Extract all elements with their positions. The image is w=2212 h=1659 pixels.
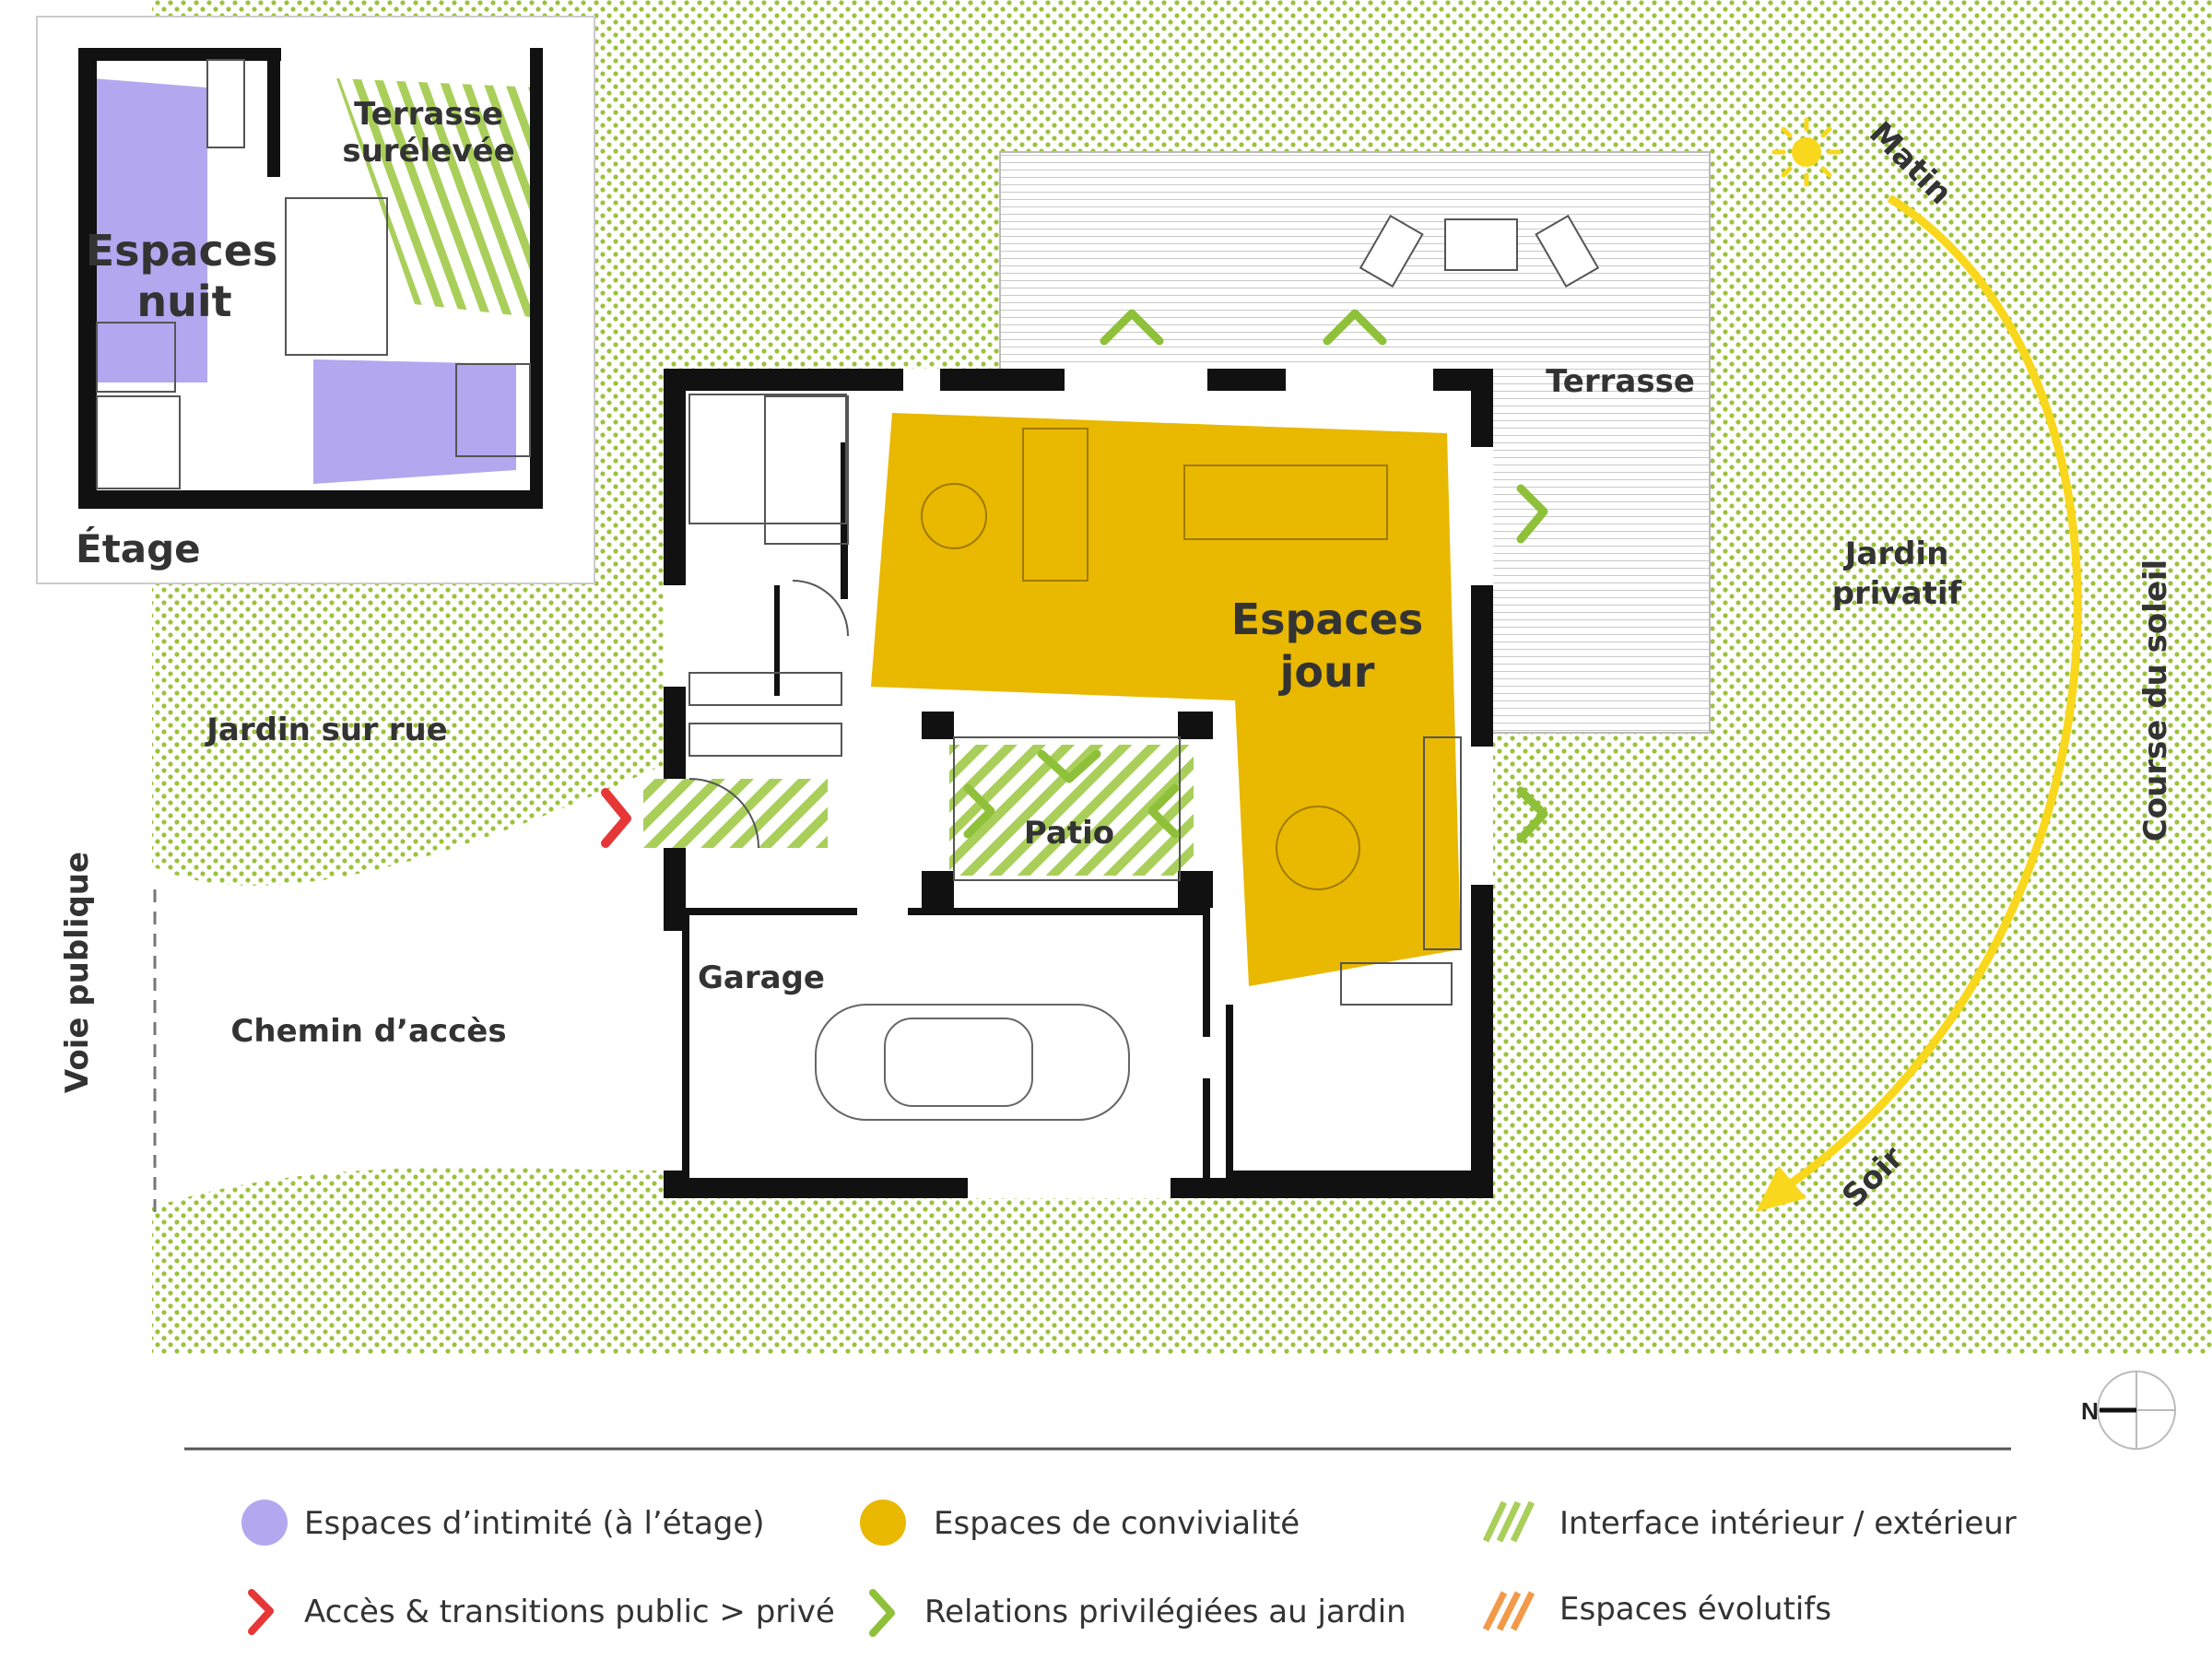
label-chemin-acces: Chemin d’accès [230,1013,506,1050]
label-jardin-sur-rue: Jardin sur rue [205,712,447,748]
label-course-du-soleil: Course du soleil [2137,559,2174,841]
label-voie-publique: Voie publique [59,852,96,1093]
label-espaces-jour-2: jour [1278,647,1375,697]
chambre-zone [313,359,516,484]
car [815,1004,1130,1121]
label-etage: Étage [76,525,201,571]
label-espaces-nuit-2: nuit [136,276,231,326]
label-patio: Patio [1024,815,1114,852]
compass-label: N [2081,1397,2099,1425]
orange-hatch-icon [1482,1591,1535,1631]
access-arrow-icon [601,788,631,848]
legend-item-3: Interface intérieur / extérieur [1559,1505,2017,1542]
legend-item-5: Relations privilégiées au jardin [924,1594,1406,1630]
label-terrasse-surelevee-1: Terrasse [354,96,503,133]
legend-item-4: Accès & transitions public > privé [304,1594,835,1630]
purple-dot-icon [241,1500,288,1546]
deck-chairs [1359,214,1600,288]
espaces-nuit-zone [92,78,207,382]
label-jardin-privatif-2: privatif [1832,575,1963,612]
living-furniture [921,428,1388,890]
legend-item-1: Espaces d’intimité (à l’étage) [304,1505,765,1542]
upper-floor-inset [36,16,595,584]
entry-hatch [643,779,828,848]
yellow-dot-icon [860,1500,906,1546]
sun-icon [1771,117,1841,187]
espaces-jour-zone [871,413,1461,986]
label-jardin-privatif-1: Jardin [1843,535,1949,572]
green-hatch-icon [1482,1500,1535,1543]
red-chevron-icon [248,1589,274,1635]
label-espaces-nuit-1: Espaces [86,226,278,276]
north-compass-icon: N [2081,1371,2176,1450]
house [643,369,1493,1198]
sun-path [1756,117,2082,1212]
label-terrasse-surelevee-2: surélevée [342,133,514,170]
label-terrasse: Terrasse [1546,363,1695,400]
terrasse-surelevee-hatch [336,78,539,318]
legend-item-6: Espaces évolutifs [1559,1591,1831,1628]
legend: Espaces d’intimité (à l’étage) Espaces d… [241,1500,2017,1637]
green-chevron-icon [869,1589,895,1637]
legend-item-2: Espaces de convivialité [934,1505,1300,1542]
garden-relation-arrows [963,309,1548,843]
label-espaces-jour-1: Espaces [1231,594,1424,644]
label-garage: Garage [698,959,825,996]
